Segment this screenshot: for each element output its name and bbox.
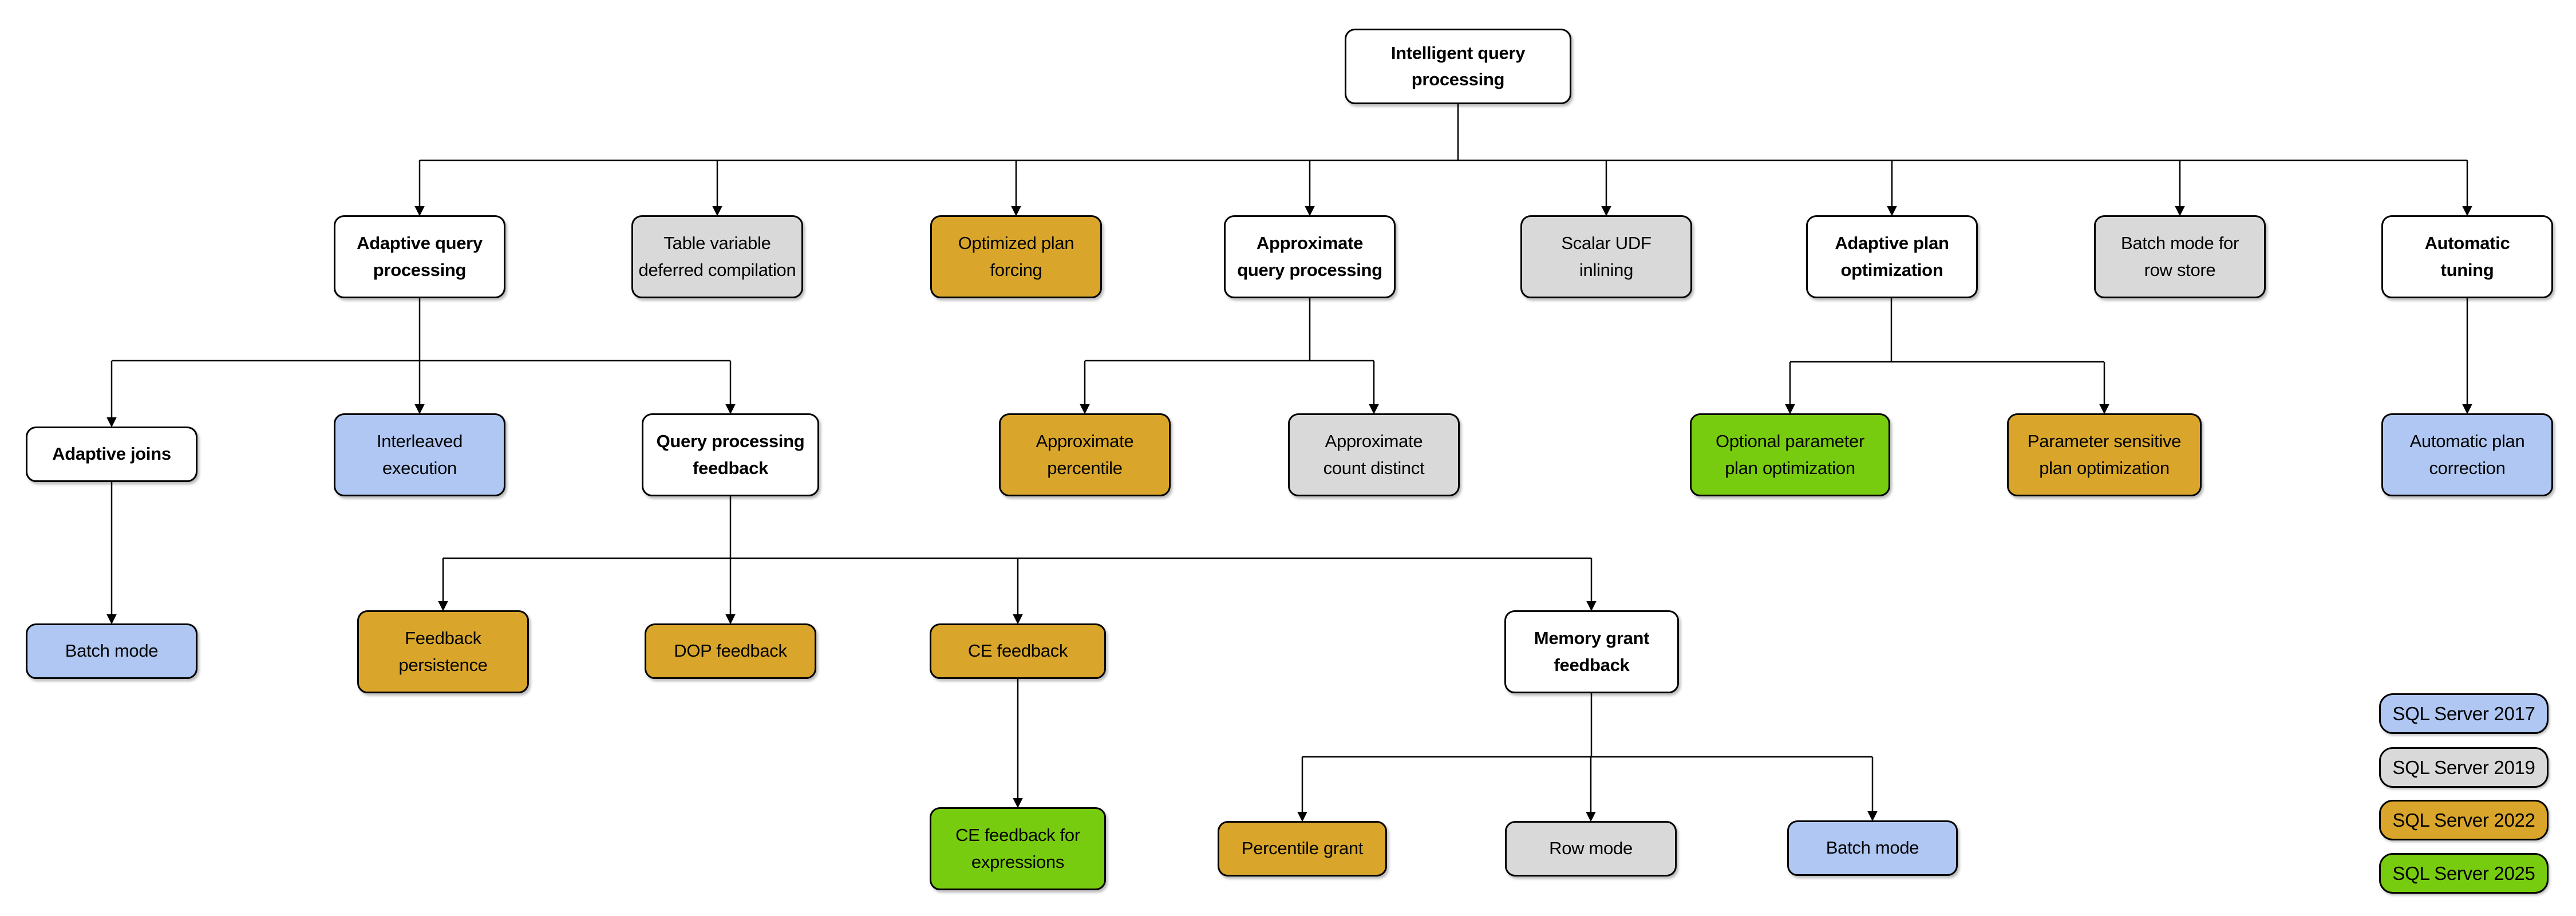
node-batch-mode-for-row-store: Batch mode for row store (2094, 215, 2266, 298)
node-feedback-persistence: Feedback persistence (357, 610, 529, 693)
node-optimized-plan-forcing: Optimized plan forcing (930, 215, 1102, 298)
node-interleaved-execution: Interleaved execution (334, 413, 505, 496)
node-scalar-udf-inlining: Scalar UDF inlining (1520, 215, 1692, 298)
node-adaptive-joins: Adaptive joins (26, 427, 197, 482)
edge-group-approximate-query-processing (1080, 298, 1379, 414)
node-automatic-plan-correction: Automatic plan correction (2381, 413, 2553, 496)
node-ce-feedback: CE feedback (930, 623, 1106, 679)
edge-group-root (414, 104, 2472, 216)
node-approximate-count-distinct: Approximate count distinct (1288, 413, 1460, 496)
node-adaptive-query-processing: Adaptive query processing (334, 215, 505, 298)
node-memory-grant-feedback: Memory grant feedback (1504, 610, 1679, 693)
node-optional-parameter-plan-optimization: Optional parameter plan optimization (1690, 413, 1890, 496)
node-automatic-tuning: Automatic tuning (2381, 215, 2553, 298)
legend-item-sql-server-2025: SQL Server 2025 (2379, 853, 2549, 894)
node-intelligent-query-processing: Intelligent query processing (1345, 29, 1571, 104)
node-query-processing-feedback: Query processing feedback (642, 413, 819, 496)
node-percentile-grant: Percentile grant (1218, 821, 1387, 876)
legend-item-sql-server-2017: SQL Server 2017 (2379, 693, 2549, 734)
node-batch-mode-adaptive-joins: Batch mode (26, 623, 197, 679)
edge-group-memory-grant-feedback (1297, 693, 1878, 822)
legend-item-sql-server-2019: SQL Server 2019 (2379, 747, 2549, 788)
edge-group-adaptive-query-processing (106, 298, 736, 428)
node-table-variable-deferred-compilation: Table variable deferred compilation (631, 215, 803, 298)
edge-group-query-processing-feedback (438, 496, 1597, 625)
node-parameter-sensitive-plan-optimization: Parameter sensitive plan optimization (2007, 413, 2202, 496)
node-approximate-query-processing: Approximate query processing (1224, 215, 1396, 298)
edge-group-adaptive-plan-optimization (1785, 298, 2109, 414)
node-ce-feedback-for-expressions: CE feedback for expressions (930, 807, 1106, 890)
node-row-mode: Row mode (1505, 821, 1677, 876)
node-adaptive-plan-optimization: Adaptive plan optimization (1806, 215, 1978, 298)
legend-item-sql-server-2022: SQL Server 2022 (2379, 800, 2549, 840)
node-dop-feedback: DOP feedback (645, 623, 816, 679)
node-approximate-percentile: Approximate percentile (999, 413, 1171, 496)
node-batch-mode-memory-grant: Batch mode (1787, 820, 1958, 876)
